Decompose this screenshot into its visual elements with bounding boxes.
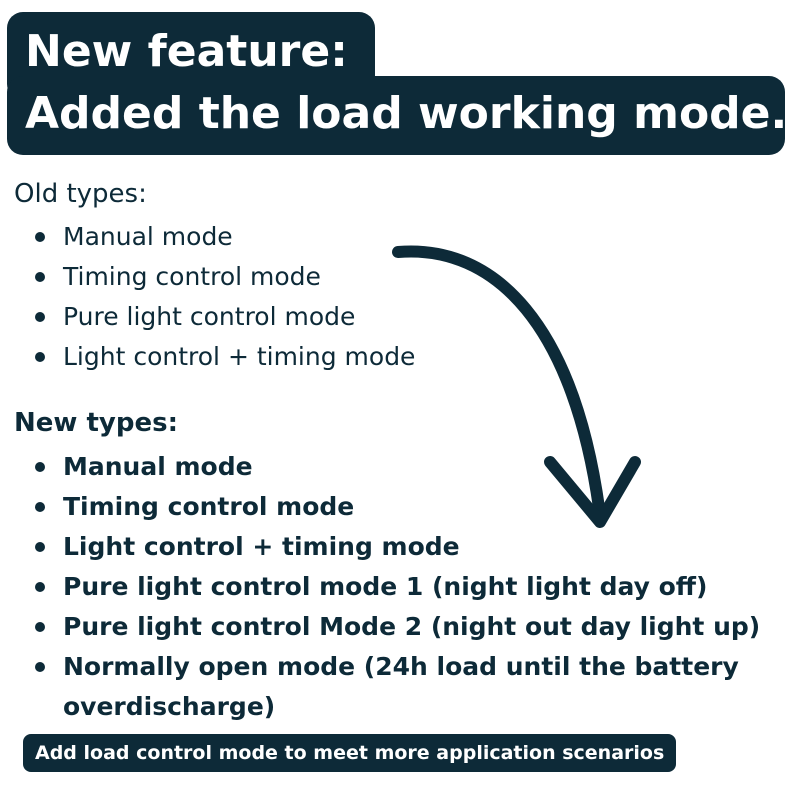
bullet-icon (35, 622, 45, 632)
list-item: Timing control mode (0, 487, 783, 527)
old-types-label: Old types: (14, 179, 147, 209)
list-item-text: Pure light control mode (63, 302, 356, 331)
bullet-icon (35, 582, 45, 592)
bullet-icon (35, 232, 45, 242)
list-item-text: Normally open mode (24h load until the b… (63, 652, 739, 721)
list-item-text: Pure light control Mode 2 (night out day… (63, 612, 761, 641)
bullet-icon (35, 542, 45, 552)
list-item: Pure light control mode (0, 297, 415, 337)
new-types-label: New types: (14, 408, 178, 438)
old-types-list: Manual mode Timing control mode Pure lig… (0, 217, 415, 377)
bullet-icon (35, 662, 45, 672)
list-item-text: Light control + timing mode (63, 342, 416, 371)
list-item: Light control + timing mode (0, 337, 415, 377)
bullet-icon (35, 272, 45, 282)
list-item-text: Pure light control mode 1 (night light d… (63, 572, 708, 601)
list-item-text: Manual mode (63, 452, 253, 481)
bullet-icon (35, 312, 45, 322)
bullet-icon (35, 502, 45, 512)
list-item-text: Timing control mode (63, 262, 321, 291)
bullet-icon (35, 352, 45, 362)
list-item-text: Light control + timing mode (63, 532, 460, 561)
title-banner-bottom (7, 76, 785, 155)
list-item: Pure light control mode 1 (night light d… (0, 567, 783, 607)
list-item-text: Timing control mode (63, 492, 355, 521)
list-item-text: Manual mode (63, 222, 233, 251)
list-item: Timing control mode (0, 257, 415, 297)
curved-arrow-down-icon (392, 245, 641, 528)
footer-banner: Add load control mode to meet more appli… (23, 734, 677, 772)
bullet-icon (35, 462, 45, 472)
list-item: Manual mode (0, 217, 415, 257)
list-item: Pure light control Mode 2 (night out day… (0, 607, 783, 647)
list-item: Normally open mode (24h load until the b… (0, 647, 783, 727)
title-line-1: New feature: (25, 26, 348, 77)
list-item: Light control + timing mode (0, 527, 783, 567)
new-types-list: Manual mode Timing control mode Light co… (0, 447, 783, 727)
list-item: Manual mode (0, 447, 783, 487)
title-line-2: Added the load working mode. (25, 88, 788, 139)
